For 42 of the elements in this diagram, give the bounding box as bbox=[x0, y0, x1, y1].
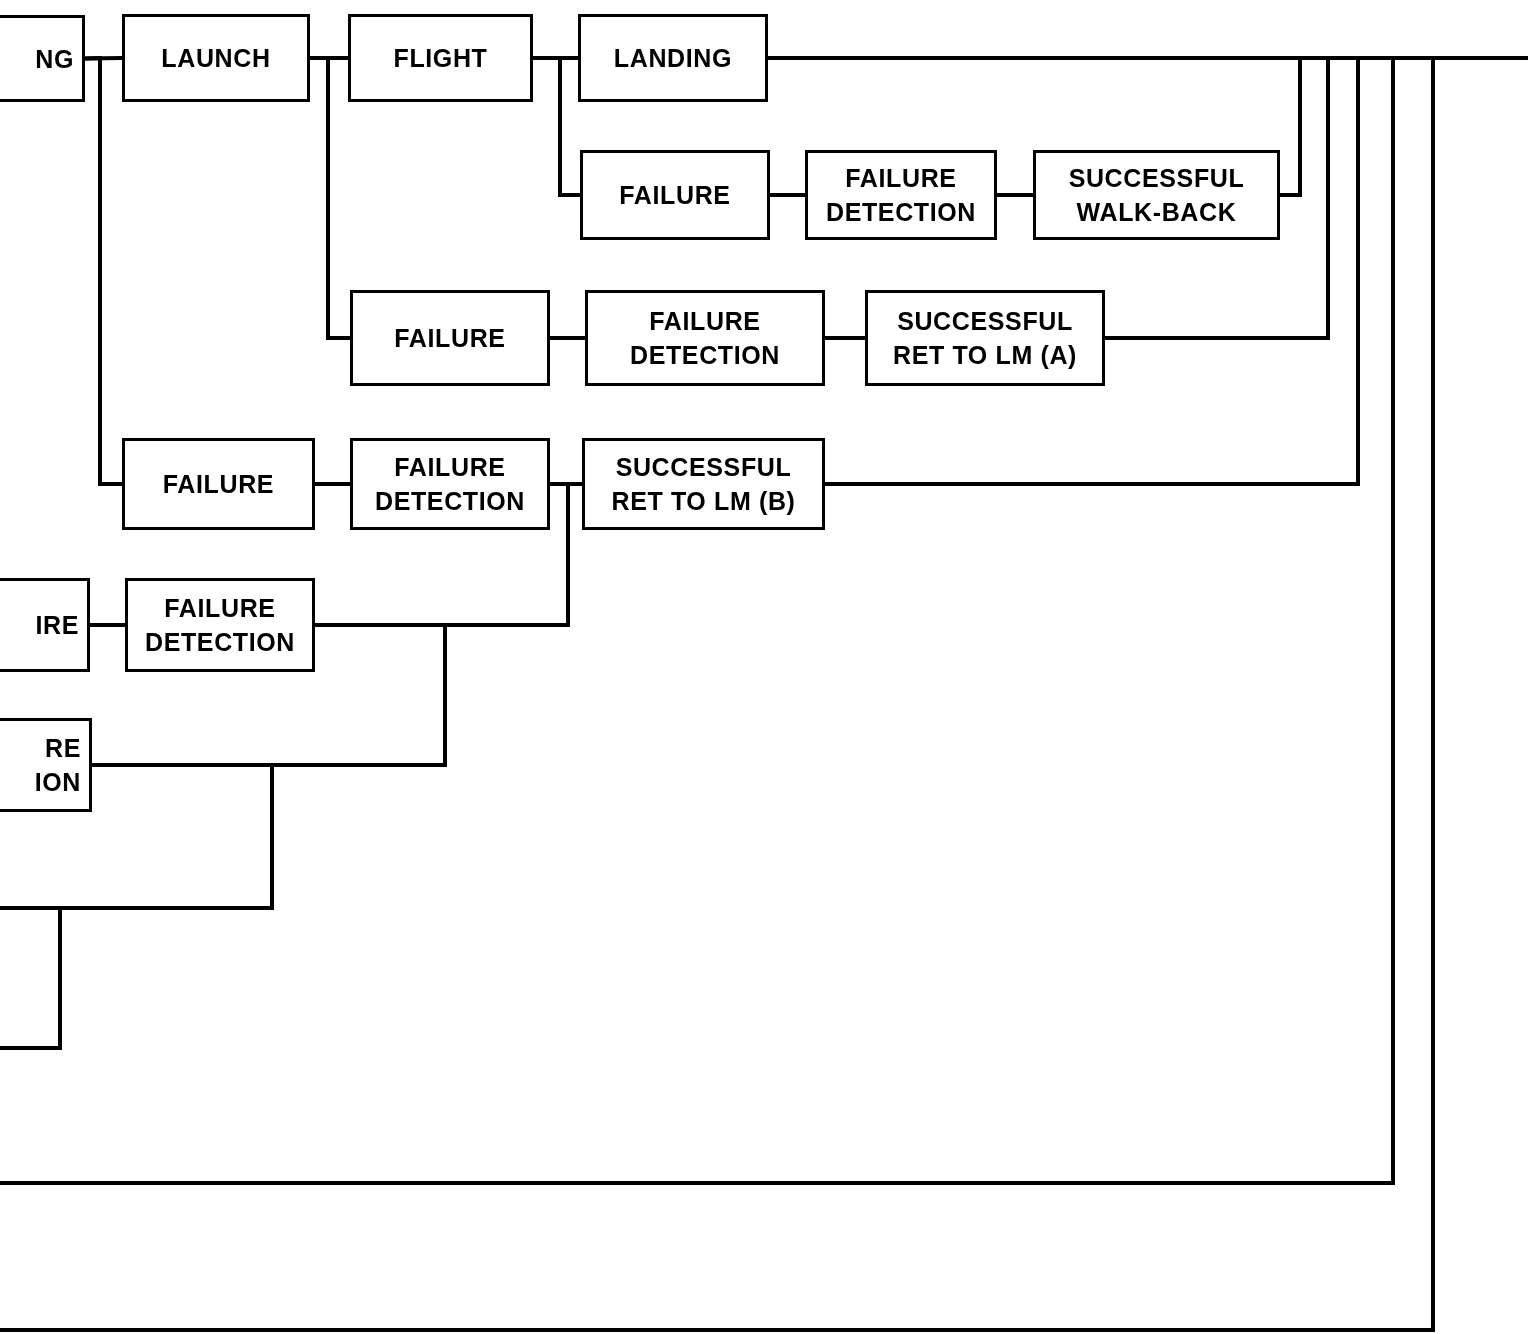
process-box bbox=[578, 14, 768, 102]
connector-line bbox=[770, 193, 805, 197]
box-label: FAILURE DETECTION bbox=[143, 593, 297, 658]
box-label: LANDING bbox=[613, 43, 733, 74]
process-box bbox=[580, 150, 770, 240]
process-box bbox=[865, 290, 1105, 386]
process-box bbox=[1033, 150, 1280, 240]
connector-line bbox=[90, 623, 125, 627]
box-label: FAILURE bbox=[394, 323, 506, 354]
connector-line bbox=[315, 482, 350, 486]
box-label: SUCCESSFUL RET TO LM (A) bbox=[892, 306, 1078, 371]
box-label: FAILURE DETECTION bbox=[373, 452, 527, 517]
connector-line bbox=[533, 56, 580, 197]
process-box bbox=[582, 438, 825, 530]
box-label: FAILURE bbox=[162, 469, 275, 500]
connector-line bbox=[84, 55, 122, 486]
process-box bbox=[348, 14, 533, 102]
box-label: FAILURE DETECTION bbox=[824, 163, 978, 228]
process-box bbox=[350, 290, 550, 386]
box-label: NG bbox=[35, 43, 74, 75]
connector-line bbox=[825, 56, 1528, 486]
box-label: RE ION bbox=[33, 733, 81, 798]
box-label: IRE bbox=[35, 610, 79, 641]
process-box bbox=[122, 438, 315, 530]
box-label: SUCCESSFUL WALK-BACK bbox=[1067, 163, 1246, 228]
process-box bbox=[350, 438, 550, 530]
connector-line bbox=[310, 56, 350, 340]
process-box bbox=[0, 718, 92, 812]
box-label: FAILURE bbox=[619, 180, 731, 211]
connector-line bbox=[550, 336, 585, 340]
process-box bbox=[122, 14, 310, 102]
box-label: LAUNCH bbox=[161, 43, 271, 74]
process-box bbox=[805, 150, 997, 240]
connector-line bbox=[997, 193, 1033, 197]
process-box bbox=[125, 578, 315, 672]
process-box bbox=[585, 290, 825, 386]
process-box bbox=[0, 578, 90, 672]
box-label: SUCCESSFUL RET TO LM (B) bbox=[610, 452, 797, 517]
connector-line bbox=[825, 336, 865, 340]
process-box bbox=[0, 15, 85, 102]
box-label: FLIGHT bbox=[393, 43, 488, 74]
box-label: FAILURE DETECTION bbox=[628, 306, 782, 371]
